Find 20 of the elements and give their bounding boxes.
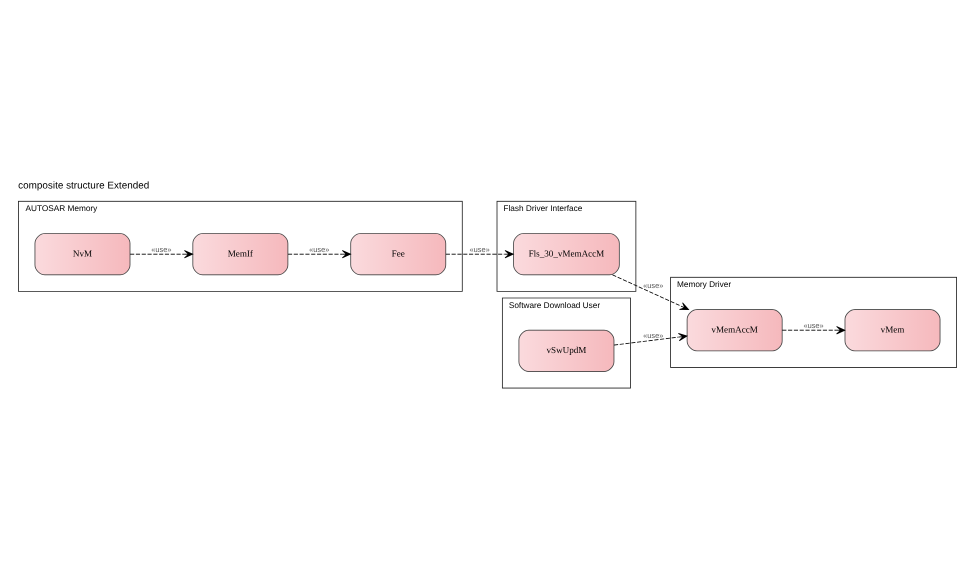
node-box: vMem	[844, 309, 940, 352]
edge-label: «use»	[309, 244, 330, 254]
arrow	[612, 274, 689, 310]
node-box: Fls_30_vMemAccM	[513, 233, 620, 276]
edge-label: «use»	[643, 330, 664, 340]
edge-label: «use»	[803, 320, 824, 330]
node-box: vMemAccM	[686, 309, 783, 352]
edge-label: «use»	[643, 281, 664, 290]
arrow	[445, 250, 514, 258]
arrow	[130, 250, 194, 258]
edge-label: «use»	[151, 244, 172, 254]
arrow	[288, 250, 351, 258]
arrow	[782, 326, 846, 334]
node-box: vSwUpdM	[518, 330, 614, 372]
node-box: NvM	[34, 233, 130, 276]
diagram-title: composite structure Extended	[18, 180, 150, 192]
node-box: MemIf	[192, 233, 288, 276]
node-box: Fee	[350, 233, 446, 276]
edge-label: «use»	[470, 244, 490, 254]
arrow	[614, 332, 688, 346]
